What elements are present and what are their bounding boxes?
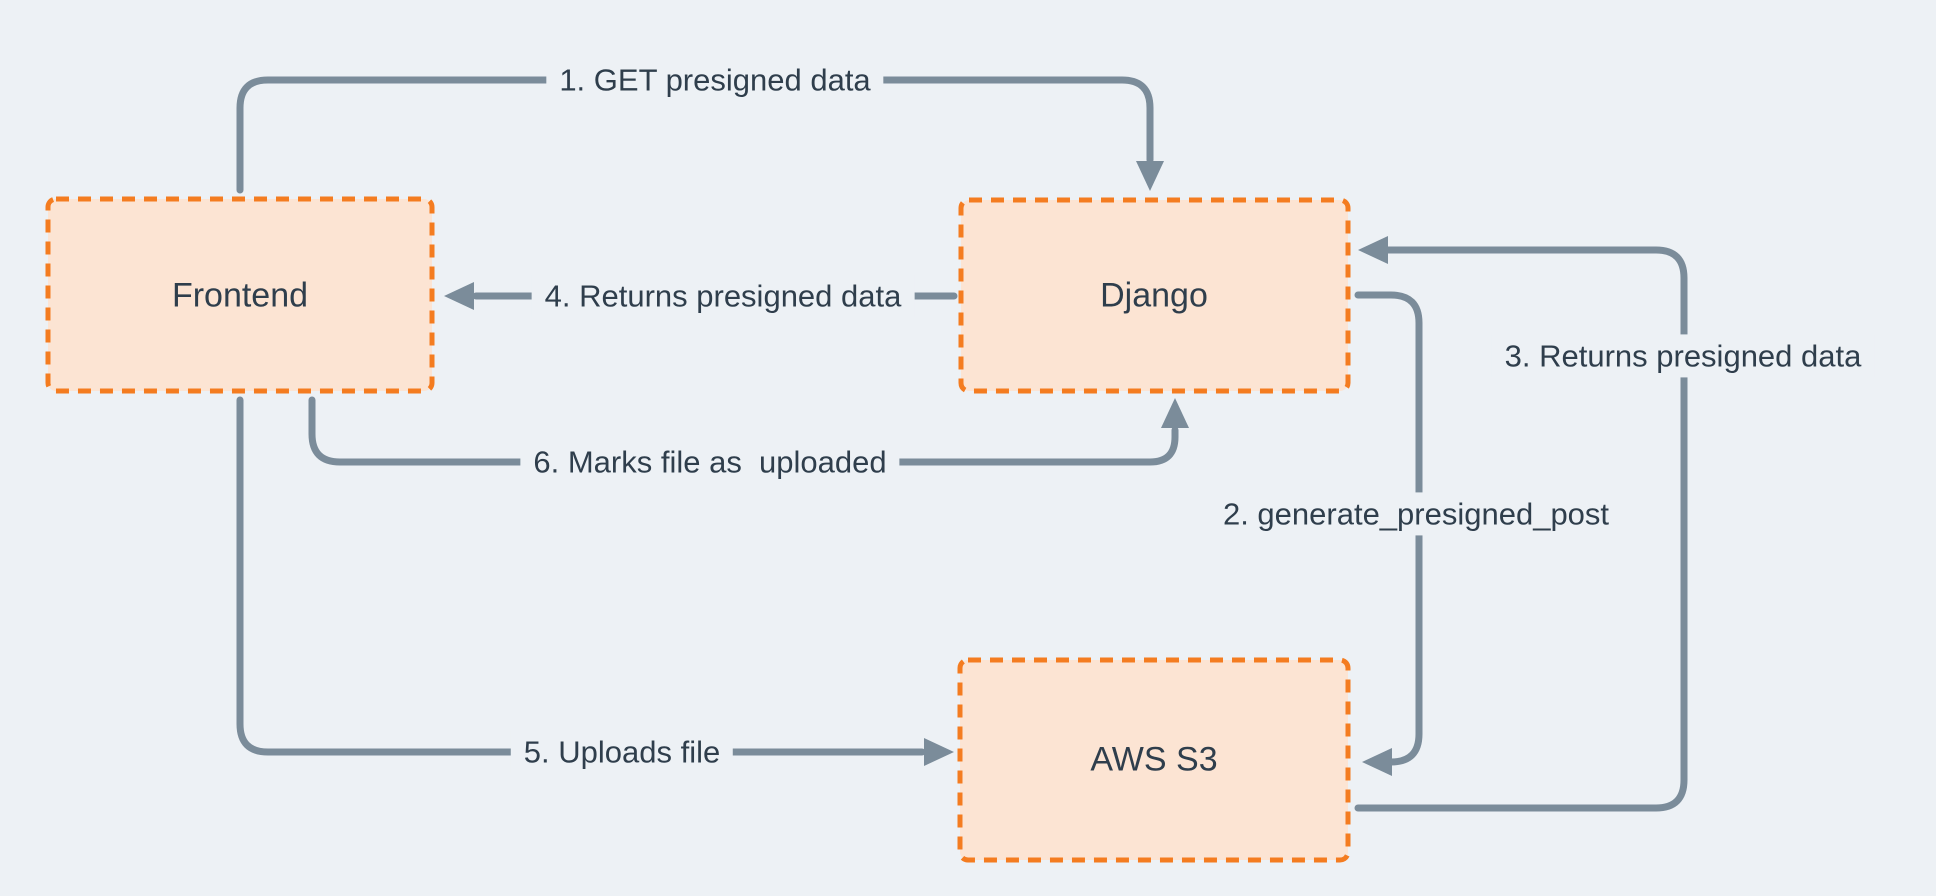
edge-label-step-3: 3. Returns presigned data [1491,334,1875,378]
edge-label-step-4: 4. Returns presigned data [531,274,915,318]
aws-s3-box [957,657,1351,863]
edge-label-step-6: 6. Marks file as uploaded [520,440,900,484]
edge-3-arrowhead-icon [1358,236,1388,264]
edge-5-arrowhead-icon [924,738,954,766]
frontend-box [45,196,435,394]
edge-2-arrowhead-icon [1362,748,1392,776]
edge-5-path [236,396,926,756]
django-box [958,197,1351,394]
edge-3-path [1354,246,1688,812]
edge-label-step-5: 5. Uploads file [510,730,734,774]
django-node-label: Django [1100,276,1208,315]
edge-1-arrowhead-icon [1136,161,1164,191]
edge-label-step-2: 2. generate_presigned_post [1209,492,1623,536]
edge-6-arrowhead-icon [1161,398,1189,428]
aws-s3-node-label: AWS S3 [1090,740,1218,779]
edge-label-step-1: 1. GET presigned data [546,58,884,102]
edge-2-path [1354,291,1423,766]
edge-4-arrowhead-icon [444,282,474,310]
frontend-node-label: Frontend [171,276,309,315]
